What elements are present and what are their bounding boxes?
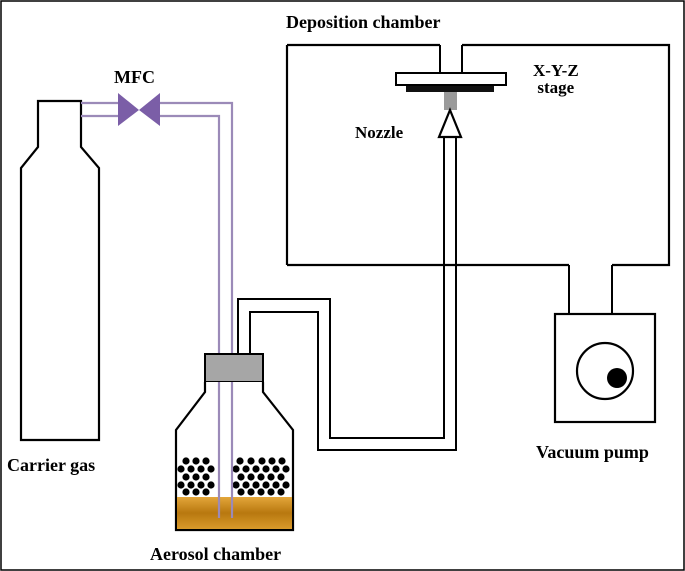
- particle: [236, 457, 244, 465]
- particle: [247, 473, 255, 481]
- vacuum-line: [568, 265, 613, 314]
- particle: [247, 488, 255, 496]
- particle: [262, 465, 270, 473]
- particle: [192, 488, 200, 496]
- particle: [268, 457, 276, 465]
- particle: [177, 481, 185, 489]
- pump-icon: [575, 341, 635, 401]
- particle: [182, 457, 190, 465]
- particle: [202, 457, 210, 465]
- particle: [257, 488, 265, 496]
- particle: [267, 488, 275, 496]
- particle: [207, 465, 215, 473]
- particle: [242, 481, 250, 489]
- vacuum-pump-label: Vacuum pump: [536, 442, 649, 462]
- aerosol-transport-line: [237, 137, 457, 451]
- particle: [258, 457, 266, 465]
- deposition-chamber: [285, 43, 671, 267]
- carrier-gas-inlet: [217, 382, 234, 518]
- mfc-valve-icon: [118, 93, 160, 126]
- particle: [267, 473, 275, 481]
- particle: [262, 481, 270, 489]
- particle: [207, 481, 215, 489]
- particle: [252, 481, 260, 489]
- particle: [187, 465, 195, 473]
- particle: [237, 473, 245, 481]
- mfc-label: MFC: [114, 67, 155, 87]
- particle: [282, 481, 290, 489]
- particle: [272, 481, 280, 489]
- particle: [202, 488, 210, 496]
- particle: [277, 488, 285, 496]
- particle: [252, 465, 260, 473]
- aerosol-chamber-label: Aerosol chamber: [150, 544, 282, 564]
- particle: [257, 473, 265, 481]
- particle: [278, 457, 286, 465]
- particle: [272, 465, 280, 473]
- particle: [192, 473, 200, 481]
- aerosol-chamber: [174, 353, 295, 532]
- particle: [202, 473, 210, 481]
- particle: [232, 481, 240, 489]
- nozzle-icon: [437, 107, 463, 139]
- particle: [282, 465, 290, 473]
- particle: [242, 465, 250, 473]
- particle: [187, 481, 195, 489]
- particle: [192, 457, 200, 465]
- carrier-gas-label: Carrier gas: [7, 455, 96, 475]
- particle: [197, 465, 205, 473]
- particle: [237, 488, 245, 496]
- particle: [277, 473, 285, 481]
- chamber-cap: [204, 353, 264, 383]
- vacuum-pump: [553, 312, 657, 424]
- powder-particles: [177, 457, 290, 496]
- xyz-stage-label-line1: X-Y-Z: [533, 61, 579, 80]
- particle: [177, 465, 185, 473]
- particle: [197, 481, 205, 489]
- deposition-chamber-label: Deposition chamber: [286, 12, 441, 32]
- carrier-gas-cylinder: [19, 99, 101, 442]
- particle: [232, 465, 240, 473]
- nozzle-label: Nozzle: [355, 123, 404, 142]
- particle: [182, 473, 190, 481]
- particle: [247, 457, 255, 465]
- xyz-stage-label: X-Y-Z stage: [533, 62, 579, 96]
- xyz-stage-label-line2: stage: [537, 78, 575, 97]
- powder-layer: [177, 497, 292, 529]
- particle: [182, 488, 190, 496]
- xyz-stage: [395, 72, 507, 110]
